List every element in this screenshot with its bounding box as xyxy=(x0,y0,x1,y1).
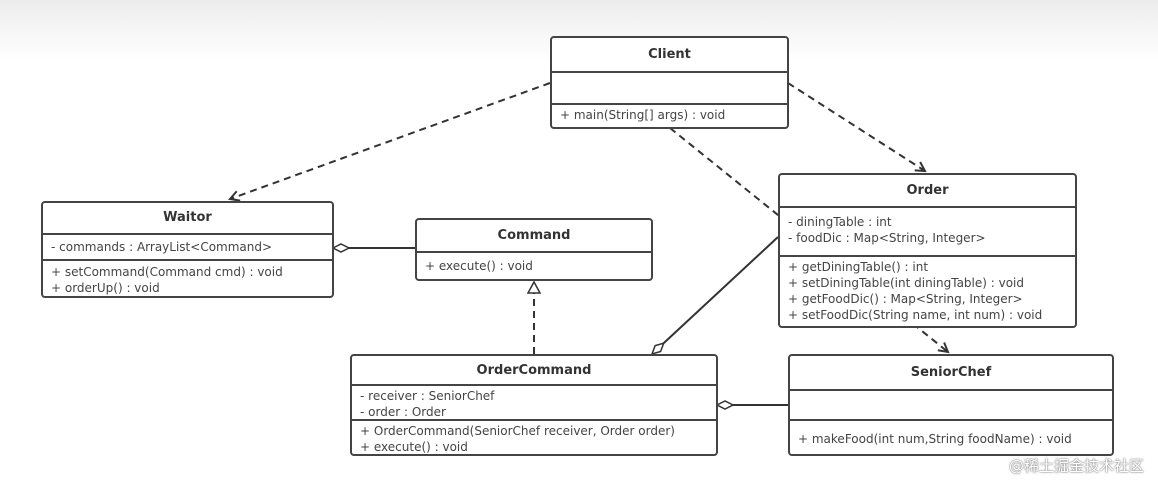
operation: + setCommand(Command cmd) : void xyxy=(51,265,283,280)
class-order[interactable]: Order - diningTable : int - foodDic : Map… xyxy=(778,173,1077,328)
class-client[interactable]: Client + main(String[] args) : void xyxy=(550,36,789,129)
class-name: Waitor xyxy=(43,203,332,235)
operations-section: + setCommand(Command cmd) : void+ orderU… xyxy=(43,259,332,296)
operation: + main(String[] args) : void xyxy=(560,108,726,122)
dependency-client-waitor xyxy=(230,82,551,199)
operations-section: + getDiningTable() : int + setDiningTable… xyxy=(780,255,1075,325)
dependency-client-order xyxy=(787,82,925,171)
operations-section: + main(String[] args) : void xyxy=(552,103,787,125)
watermark: @稀土掘金技术社区 xyxy=(1008,457,1144,475)
attribute: - foodDic : Map<String, Integer> xyxy=(788,231,986,245)
class-seniorchef[interactable]: SeniorChef + makeFood(int num,String foo… xyxy=(788,354,1114,456)
class-name: OrderCommand xyxy=(352,356,716,387)
attributes-section: - commands : ArrayList<Command> xyxy=(43,235,332,260)
aggregation-ordercommand-order xyxy=(652,236,779,354)
operation: + execute() : void xyxy=(425,259,533,273)
class-name: SeniorChef xyxy=(790,356,1112,391)
class-command[interactable]: Command + execute() : void xyxy=(415,218,653,281)
operation: + setFoodDic(String name, int num) : voi… xyxy=(788,308,1043,322)
operation: + getDiningTable() : int xyxy=(788,260,929,274)
operation: + orderUp() : void xyxy=(51,281,160,296)
attribute: - receiver : SeniorChef xyxy=(360,389,495,404)
attribute: - commands : ArrayList<Command> xyxy=(51,239,273,254)
attributes-section: - receiver : SeniorChef- order : Order xyxy=(352,386,716,418)
operation: + makeFood(int num,String foodName) : vo… xyxy=(798,432,1072,446)
class-name: Client xyxy=(552,38,787,73)
class-name: Order xyxy=(780,175,1075,208)
operation: + OrderCommand(SeniorChef receiver, Orde… xyxy=(360,423,675,438)
attribute: - diningTable : int xyxy=(788,215,892,229)
operations-section: + makeFood(int num,String foodName) : vo… xyxy=(790,419,1112,449)
operation: + execute() : void xyxy=(360,439,468,454)
class-waitor[interactable]: Waitor - commands : ArrayList<Command> +… xyxy=(41,201,334,298)
class-ordercommand[interactable]: OrderCommand - receiver : SeniorChef- or… xyxy=(350,354,718,456)
attribute: - order : Order xyxy=(360,405,446,419)
operations-section: + execute() : void xyxy=(417,253,651,276)
operation: + setDiningTable(int diningTable) : void xyxy=(788,276,1025,290)
operation: + getFoodDic() : Map<String, Integer> xyxy=(788,292,1023,306)
operations-section: + OrderCommand(SeniorChef receiver, Orde… xyxy=(352,418,716,454)
attributes-section xyxy=(552,73,787,103)
attributes-section: - diningTable : int - foodDic : Map<Strin… xyxy=(780,208,1075,255)
attributes-section xyxy=(790,391,1112,419)
class-name: Command xyxy=(417,220,651,253)
